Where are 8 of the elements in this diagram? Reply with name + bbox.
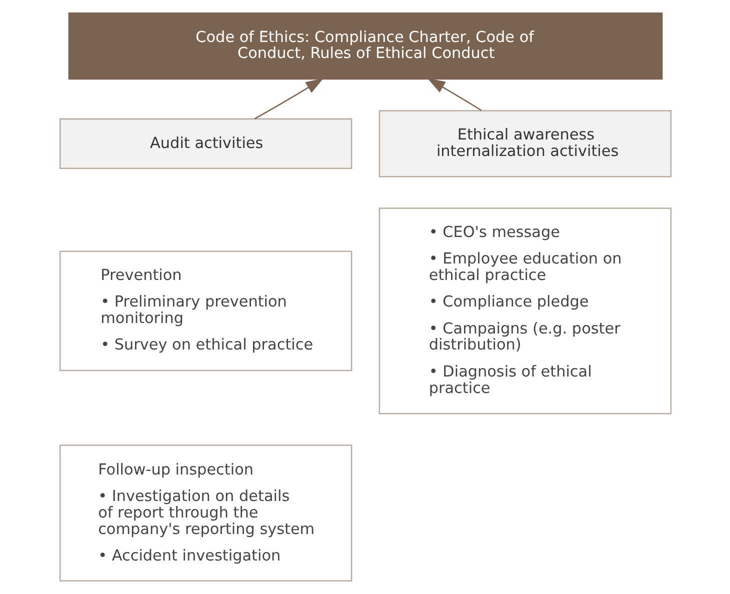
node-box: Prevention • Preliminary prevention monitoring • Survey on ethical practice [58, 250, 352, 372]
node-box: Code of Ethics: Compliance Charter, Code of Conduct, Rules of Ethical Conduct [68, 12, 662, 80]
arrow [254, 78, 323, 120]
node-box: • CEO's message • Employee education on ethical practice • Compliance pledge • Campaigns (e.g. poster distribution) • Diagnosis of ethical practice [378, 208, 672, 414]
node-box: Audit activities [58, 118, 352, 169]
arrow [426, 78, 482, 111]
node-box: Follow-up inspection • Investigation on details of report through the company's reporting system • Accident investigation [58, 444, 352, 582]
node-box: Ethical awareness internalization activities [378, 110, 672, 178]
